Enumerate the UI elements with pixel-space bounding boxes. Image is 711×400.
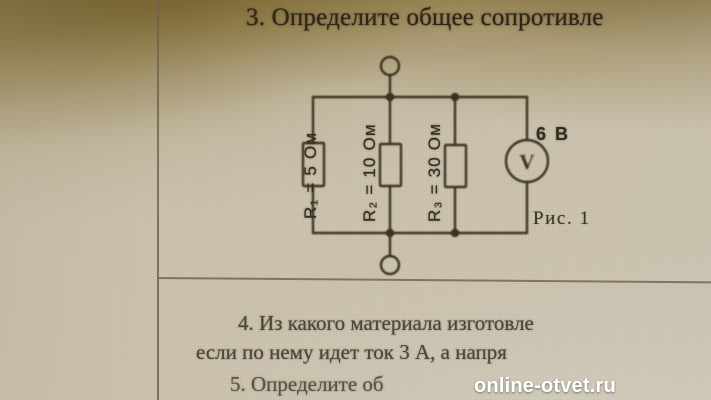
voltmeter-reading-label: 6 В xyxy=(536,124,571,144)
figure-caption: Рис. 1 xyxy=(533,208,591,229)
resistor-r2-label: R₂ = 10 Ом xyxy=(360,123,379,222)
site-watermark: online-otvet.ru xyxy=(474,375,616,397)
page-margin-rule xyxy=(157,0,159,400)
question-4-line-2: если по нему идет ток 3 А, а напря xyxy=(196,340,507,364)
question-4-line-1: 4. Из какого материала изготовле xyxy=(238,311,534,335)
resistor-r3-label: R₃ = 30 Ом xyxy=(425,122,444,222)
question-5-text: 5. Определите об xyxy=(230,372,384,396)
resistor-r1-label: R₁ = 5 Ом xyxy=(301,131,320,219)
question-3-text: 3. Определите общее сопротивле xyxy=(246,4,604,31)
